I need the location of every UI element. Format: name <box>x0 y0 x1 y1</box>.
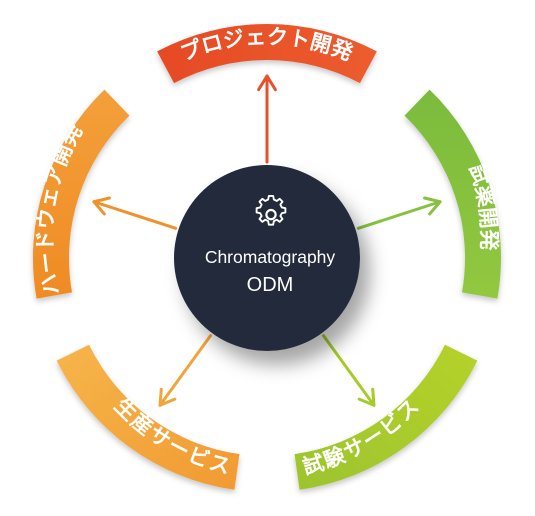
segment-reagent <box>404 89 501 299</box>
segment-production <box>56 344 240 490</box>
segment-testing <box>294 344 478 490</box>
hub-subtitle: ODM <box>247 274 294 296</box>
segment-project <box>157 23 377 84</box>
hub-circle <box>174 165 360 351</box>
arrow-production <box>158 334 213 407</box>
segment-hardware <box>33 89 130 299</box>
central-hub: Chromatography ODM <box>174 165 360 351</box>
connector-arrows <box>92 74 442 407</box>
arrow-project <box>257 74 277 164</box>
arrow-hardware <box>92 196 178 230</box>
hub-title: Chromatography <box>205 247 336 267</box>
gear-icon <box>255 194 287 226</box>
ring-segments <box>33 23 501 490</box>
arrow-reagent <box>356 196 442 230</box>
arrow-testing <box>321 334 376 407</box>
